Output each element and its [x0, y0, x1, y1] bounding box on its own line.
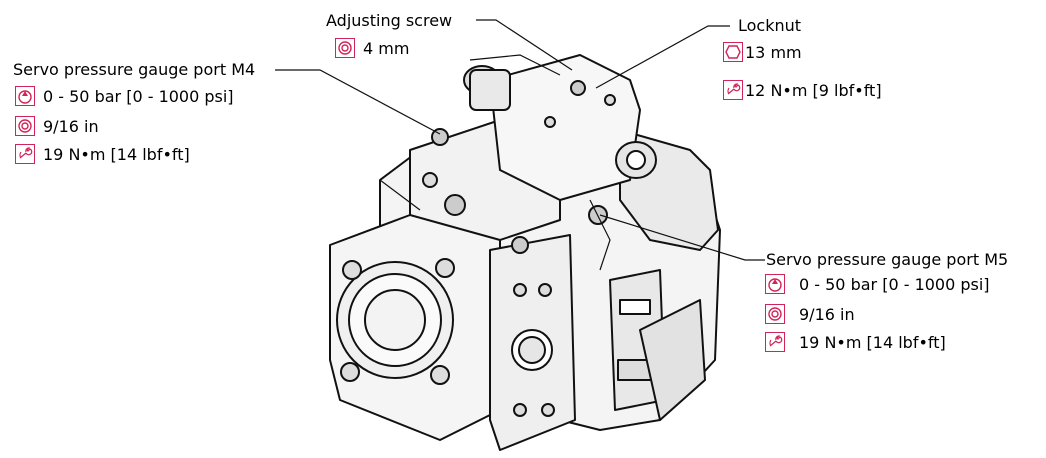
port-m5-spec-socket: 9/16 in [765, 304, 855, 324]
port-m5-spec-torque: 19 N•m [14 lbf•ft] [765, 332, 946, 352]
port-m4-spec-torque: 19 N•m [14 lbf•ft] [15, 144, 190, 164]
socket-size-icon [15, 116, 35, 136]
socket-size-icon [765, 304, 785, 324]
torque-wrench-icon [765, 332, 785, 352]
port-m5-spec-pressure: 0 - 50 bar [0 - 1000 psi] [765, 274, 990, 294]
locknut-spec-hex: 13 mm [723, 42, 802, 62]
locknut-spec-torque: 12 N•m [9 lbf•ft] [723, 80, 882, 100]
torque-wrench-icon [15, 144, 35, 164]
hex-nut-icon [723, 42, 743, 62]
port-m4-spec-socket: 9/16 in [15, 116, 99, 136]
adjusting-screw-title: Adjusting screw [326, 11, 453, 30]
pressure-gauge-icon [765, 274, 785, 294]
port-m4-spec-pressure: 0 - 50 bar [0 - 1000 psi] [15, 86, 234, 106]
torque-wrench-icon [723, 80, 743, 100]
port-m5-title: Servo pressure gauge port M5 [766, 250, 1009, 269]
port-m4-title: Servo pressure gauge port M4 [13, 60, 256, 79]
pressure-gauge-icon [15, 86, 35, 106]
locknut-title: Locknut [738, 16, 802, 35]
adjusting-screw-spec-socket: 4 mm [335, 38, 409, 58]
socket-size-icon [335, 38, 355, 58]
